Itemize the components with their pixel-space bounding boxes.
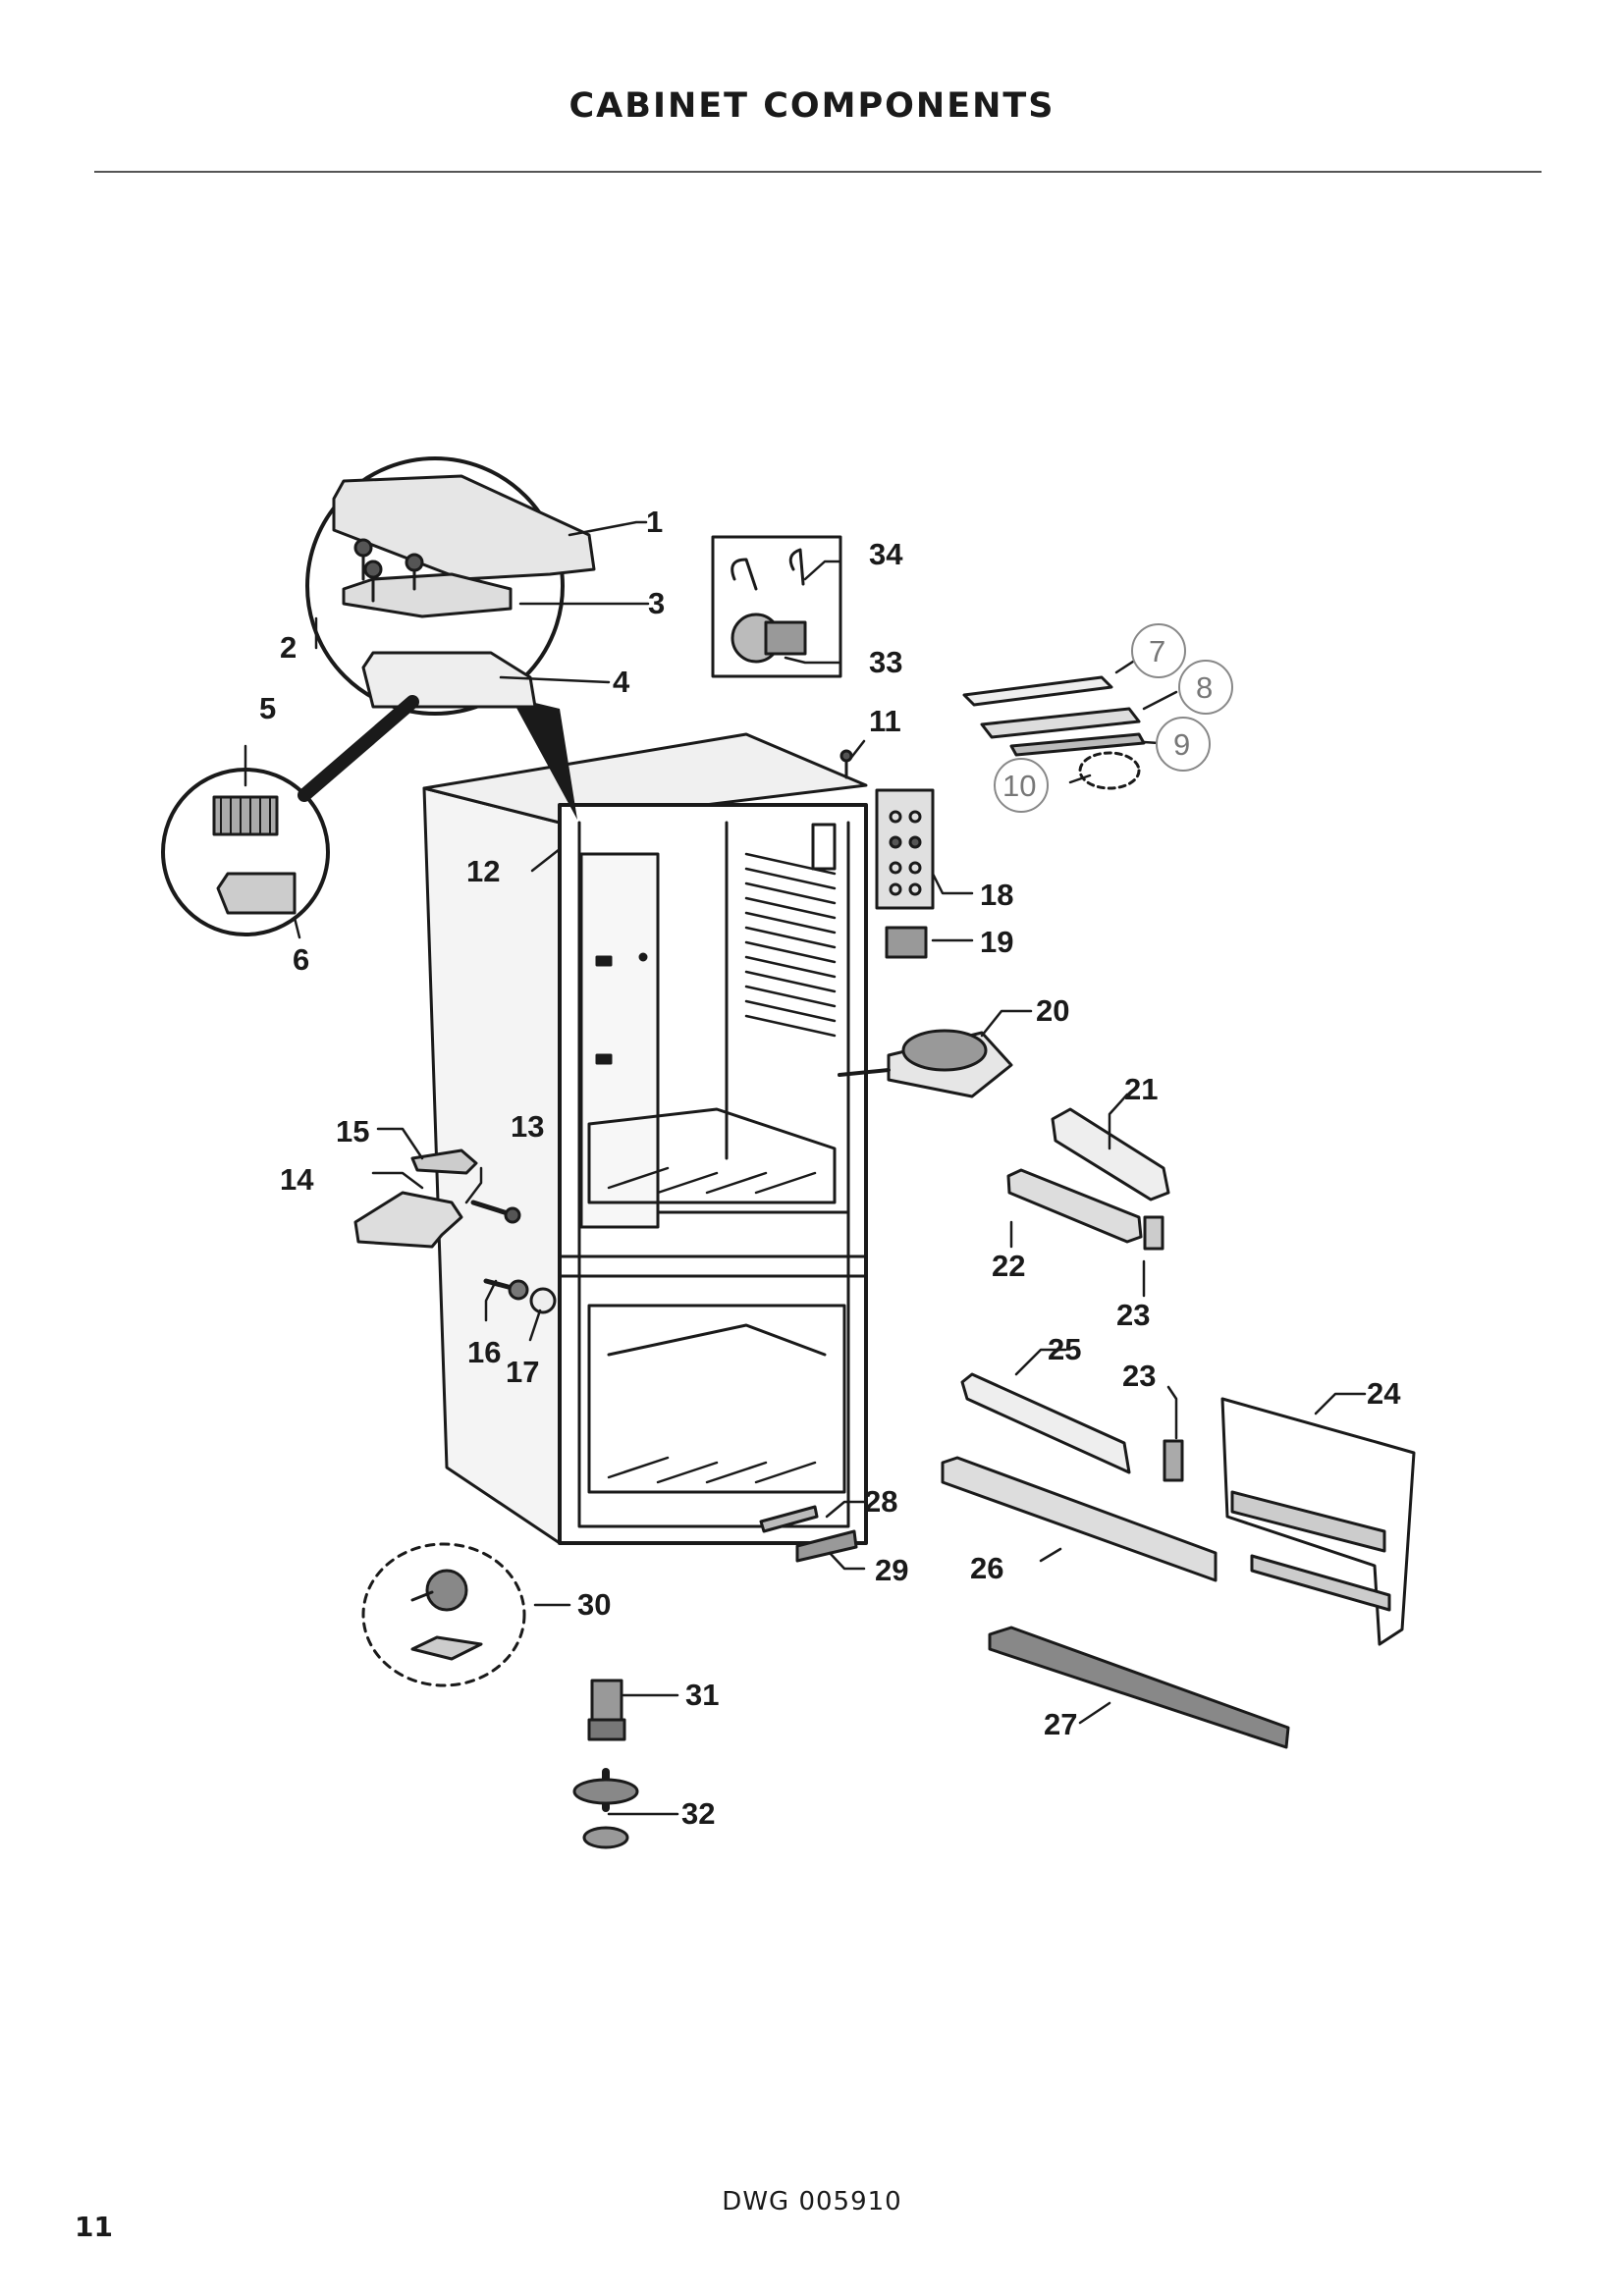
callout-23-b: 23 bbox=[1122, 1359, 1156, 1393]
fan-assembly bbox=[838, 1029, 1013, 1098]
callout-9-circle bbox=[1156, 717, 1211, 772]
callout-16: 16 bbox=[467, 1335, 501, 1369]
drawing-number: DWG 005910 bbox=[722, 2187, 902, 2216]
callout-8-circle bbox=[1178, 660, 1233, 715]
callout-4: 4 bbox=[613, 665, 630, 699]
callout-24: 24 bbox=[1367, 1376, 1401, 1411]
light-parts bbox=[962, 675, 1146, 790]
part-30-detail bbox=[361, 1542, 526, 1687]
callout-17: 17 bbox=[506, 1355, 539, 1389]
control-panel bbox=[839, 749, 935, 959]
callout-18: 18 bbox=[980, 878, 1013, 912]
callout-33: 33 bbox=[869, 645, 902, 679]
cabinet-body bbox=[422, 732, 868, 1545]
callout-32: 32 bbox=[681, 1796, 715, 1831]
callout-26: 26 bbox=[970, 1551, 1003, 1585]
title-rule bbox=[94, 171, 1542, 173]
connector-detail bbox=[161, 695, 419, 936]
callout-13: 13 bbox=[511, 1109, 544, 1144]
callout-8: 8 bbox=[1196, 670, 1213, 705]
callout-11: 11 bbox=[869, 704, 901, 738]
lower-hinge-parts bbox=[353, 1148, 557, 1314]
callout-34: 34 bbox=[869, 537, 903, 571]
top-hinge-detail bbox=[305, 456, 596, 820]
callout-31: 31 bbox=[685, 1678, 719, 1712]
callout-1: 1 bbox=[646, 505, 663, 539]
callout-28: 28 bbox=[864, 1484, 897, 1519]
callout-19: 19 bbox=[980, 925, 1013, 959]
callout-22: 22 bbox=[992, 1249, 1025, 1283]
callout-leaders bbox=[244, 520, 1367, 1816]
callout-2: 2 bbox=[280, 630, 297, 665]
callout-10-circle bbox=[994, 758, 1049, 813]
callout-6: 6 bbox=[293, 942, 309, 977]
page-number: 11 bbox=[75, 2211, 113, 2243]
callout-21: 21 bbox=[1124, 1072, 1158, 1106]
callout-12: 12 bbox=[466, 854, 500, 888]
callout-7-circle bbox=[1131, 623, 1186, 678]
water-valve-box bbox=[711, 535, 842, 678]
callout-3: 3 bbox=[648, 586, 665, 620]
callout-23-a: 23 bbox=[1116, 1298, 1150, 1332]
callout-25: 25 bbox=[1048, 1332, 1081, 1366]
callout-30: 30 bbox=[577, 1587, 611, 1622]
drawer-parts bbox=[759, 1107, 1416, 1749]
callout-20: 20 bbox=[1036, 993, 1069, 1028]
leveling-leg-parts bbox=[572, 1679, 639, 1849]
callout-labels: 1 2 3 4 5 6 7 8 9 10 11 12 13 14 15 16 1… bbox=[259, 505, 1401, 1831]
callout-10: 10 bbox=[1002, 769, 1036, 803]
callout-9: 9 bbox=[1173, 727, 1190, 762]
callout-15: 15 bbox=[336, 1114, 369, 1148]
callout-7: 7 bbox=[1149, 634, 1165, 668]
callout-5: 5 bbox=[259, 691, 276, 725]
callout-27: 27 bbox=[1044, 1707, 1077, 1741]
callout-29: 29 bbox=[875, 1553, 908, 1587]
page-title: CABINET COMPONENTS bbox=[568, 86, 1056, 126]
callout-14: 14 bbox=[280, 1162, 314, 1197]
